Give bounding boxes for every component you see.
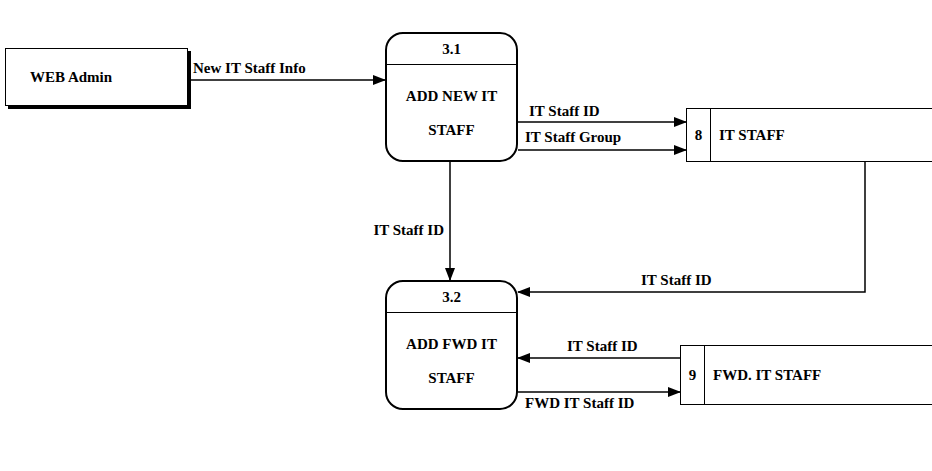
store-number: 8 [695,127,703,144]
entity-name: WEB Admin [30,69,112,86]
flow-label: FWD IT Staff ID [524,395,635,412]
store-number: 9 [689,367,697,384]
data-flow [518,121,686,123]
process-number: 3.2 [442,289,461,306]
store-name-cell: IT STAFF [711,127,785,144]
process-name: ADD NEW IT STAFF [402,79,502,147]
process-header: 3.1 [387,34,516,65]
data-flow [518,162,865,292]
data-flow [449,162,451,280]
data-flow [188,79,385,81]
flow-label: IT Staff ID [566,338,639,355]
process-body: ADD NEW IT STAFF [387,65,516,160]
data-flow [518,357,680,359]
data-store: 9 FWD. IT STAFF [680,345,932,405]
store-name-cell: FWD. IT STAFF [705,367,821,384]
process-body: ADD FWD IT STAFF [387,313,516,408]
store-name: FWD. IT STAFF [713,367,821,383]
process-box: 3.1ADD NEW IT STAFF [385,32,518,162]
process-box: 3.2ADD FWD IT STAFF [385,280,518,410]
data-flow [518,391,680,393]
data-store: 8 IT STAFF [686,108,932,162]
flow-label: IT Staff ID [528,103,601,120]
flow-label: IT Staff ID [372,222,445,239]
flow-label: IT Staff Group [524,129,622,146]
process-number: 3.1 [442,41,461,58]
flow-label: New IT Staff Info [192,60,307,77]
data-flow [518,149,686,151]
flow-label: IT Staff ID [640,272,713,289]
store-id-cell: 9 [681,346,705,404]
store-id-cell: 8 [687,109,711,161]
external-entity: WEB Admin [5,48,188,106]
store-name: IT STAFF [719,127,785,143]
process-name: ADD FWD IT STAFF [402,327,502,395]
process-header: 3.2 [387,282,516,313]
